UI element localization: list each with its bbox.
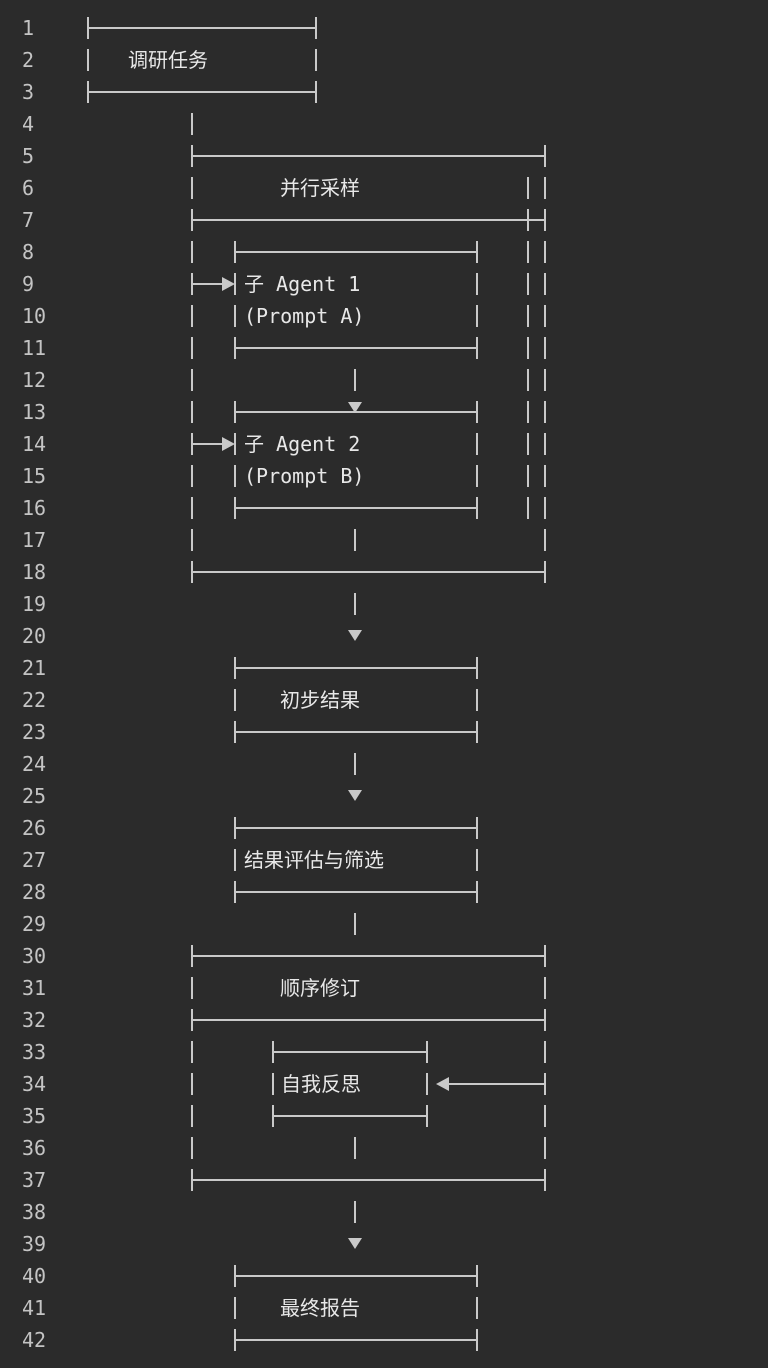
flow-line-h xyxy=(192,443,224,445)
node-sub-agent-1: 子 Agent 1 xyxy=(244,272,361,296)
container-parallel-left xyxy=(191,145,193,583)
node-self-reflection: 自我反思 xyxy=(281,1072,361,1096)
arrowhead-down-icon xyxy=(348,402,362,413)
box-agent2-left xyxy=(234,401,236,519)
container-parallel-inner-right xyxy=(527,177,529,519)
box-self-reflection-right xyxy=(426,1041,428,1127)
box-research-task-right xyxy=(315,17,317,103)
arrowhead-down-icon xyxy=(348,790,362,801)
line-number-gutter: 1 2 3 4 5 6 7 8 9 10 11 12 13 14 15 16 1… xyxy=(22,16,47,1352)
box-final-report-right xyxy=(476,1265,478,1351)
container-parallel-right xyxy=(544,145,546,583)
container-revision-divider xyxy=(192,1019,545,1021)
node-sub-agent-1-prompt: (Prompt A) xyxy=(244,304,365,328)
box-evaluation-bottom xyxy=(235,891,477,893)
container-parallel-top xyxy=(192,155,545,157)
node-evaluation: 结果评估与筛选 xyxy=(244,848,384,872)
flow-line-v xyxy=(354,369,356,391)
box-research-task-top xyxy=(88,27,316,29)
flow-line-v xyxy=(354,1137,356,1159)
box-agent2-bottom xyxy=(235,507,477,509)
box-evaluation-left xyxy=(234,817,236,903)
box-research-task-bottom xyxy=(88,91,316,93)
flow-line-v xyxy=(191,113,193,135)
box-agent1-right xyxy=(476,241,478,359)
node-sub-agent-2: 子 Agent 2 xyxy=(244,432,361,456)
box-initial-results-top xyxy=(235,667,477,669)
box-self-reflection-bottom xyxy=(273,1115,427,1117)
container-parallel-bottom xyxy=(192,571,545,573)
box-initial-results-bottom xyxy=(235,731,477,733)
container-revision-bottom xyxy=(192,1179,545,1181)
flow-line-v xyxy=(354,753,356,775)
container-revision-right xyxy=(544,945,546,1191)
node-initial-results: 初步结果 xyxy=(280,688,360,712)
box-evaluation-top xyxy=(235,827,477,829)
box-agent1-bottom xyxy=(235,347,477,349)
box-initial-results-right xyxy=(476,657,478,743)
box-final-report-bottom xyxy=(235,1339,477,1341)
arrowhead-right-icon xyxy=(222,277,235,291)
arrowhead-right-icon xyxy=(222,437,235,451)
box-initial-results-left xyxy=(234,657,236,743)
flow-line-v xyxy=(354,913,356,935)
arrowhead-left-icon xyxy=(436,1077,449,1091)
box-evaluation-right xyxy=(476,817,478,903)
box-self-reflection-top xyxy=(273,1051,427,1053)
container-parallel-divider xyxy=(192,219,545,221)
arrowhead-down-icon xyxy=(348,1238,362,1249)
node-sub-agent-2-prompt: (Prompt B) xyxy=(244,464,365,488)
box-agent2-top xyxy=(235,411,477,413)
flow-line-v xyxy=(354,1201,356,1223)
box-final-report-top xyxy=(235,1275,477,1277)
box-agent2-right xyxy=(476,401,478,519)
node-sequential-revision: 顺序修订 xyxy=(280,976,360,1000)
box-agent1-top xyxy=(235,251,477,253)
box-final-report-left xyxy=(234,1265,236,1351)
box-self-reflection-left xyxy=(272,1041,274,1127)
box-agent1-left xyxy=(234,241,236,359)
node-final-report: 最终报告 xyxy=(280,1296,360,1320)
container-revision-left xyxy=(191,945,193,1191)
container-revision-top xyxy=(192,955,545,957)
loop-line-h xyxy=(448,1083,545,1085)
flow-line-v xyxy=(354,529,356,551)
flow-line-h xyxy=(192,283,224,285)
box-research-task-left xyxy=(87,17,89,103)
flow-line-v xyxy=(354,593,356,615)
node-parallel-sampling: 并行采样 xyxy=(280,176,360,200)
node-research-task: 调研任务 xyxy=(128,48,208,72)
arrowhead-down-icon xyxy=(348,630,362,641)
